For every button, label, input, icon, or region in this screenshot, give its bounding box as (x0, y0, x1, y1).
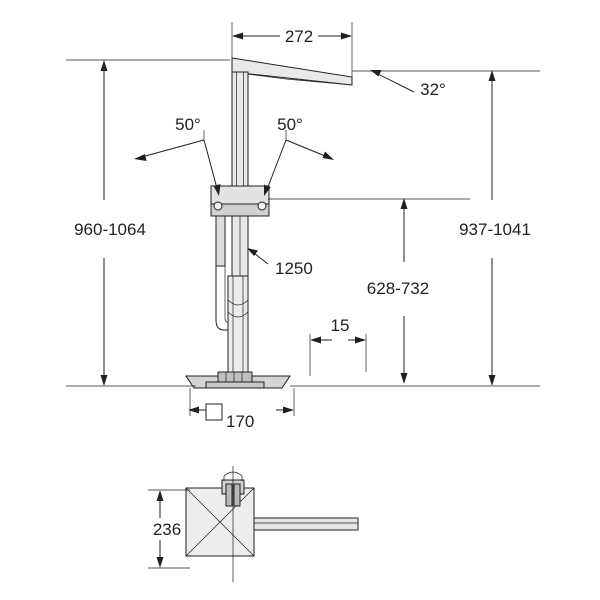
dimension-labels: 272 960-1064 937-1041 50° 50° 32° 1250 6… (74, 27, 531, 539)
diverter-left (215, 215, 226, 267)
dimension-label-base-width: 170 (226, 412, 254, 431)
front-elevation-dimensions (66, 22, 540, 421)
pillar-body (227, 275, 249, 377)
dimension-label-spout-angle-left: 50° (175, 115, 201, 134)
square-symbol-170 (205, 403, 223, 421)
valve-handle-right (257, 201, 267, 211)
top-view-handle-b (233, 483, 241, 507)
base-skirt (205, 381, 265, 389)
valve-handle-left (213, 201, 223, 211)
dimension-label-left-height: 960-1064 (74, 220, 146, 239)
base-cover (217, 371, 253, 383)
dimension-label-spout-tip-angle: 32° (420, 80, 446, 99)
spout-arm (231, 57, 353, 86)
dimension-label-outlet-height: 628-732 (367, 279, 429, 298)
dimension-label-top-width: 272 (285, 27, 313, 46)
dimension-label-spout-angle-right: 50° (277, 115, 303, 134)
front-elevation-product (185, 57, 353, 389)
top-view-handle-a (225, 483, 233, 507)
riser-column (231, 71, 249, 191)
lower-outlet-pipe (215, 266, 232, 331)
dimension-label-base-offset: 15 (331, 316, 350, 335)
dimension-label-projection-depth: 236 (153, 520, 181, 539)
dimension-label-right-height: 937-1041 (459, 220, 531, 239)
top-view-spout (253, 517, 359, 531)
top-view (148, 466, 359, 582)
dimension-label-handle-height: 1250 (275, 259, 313, 278)
